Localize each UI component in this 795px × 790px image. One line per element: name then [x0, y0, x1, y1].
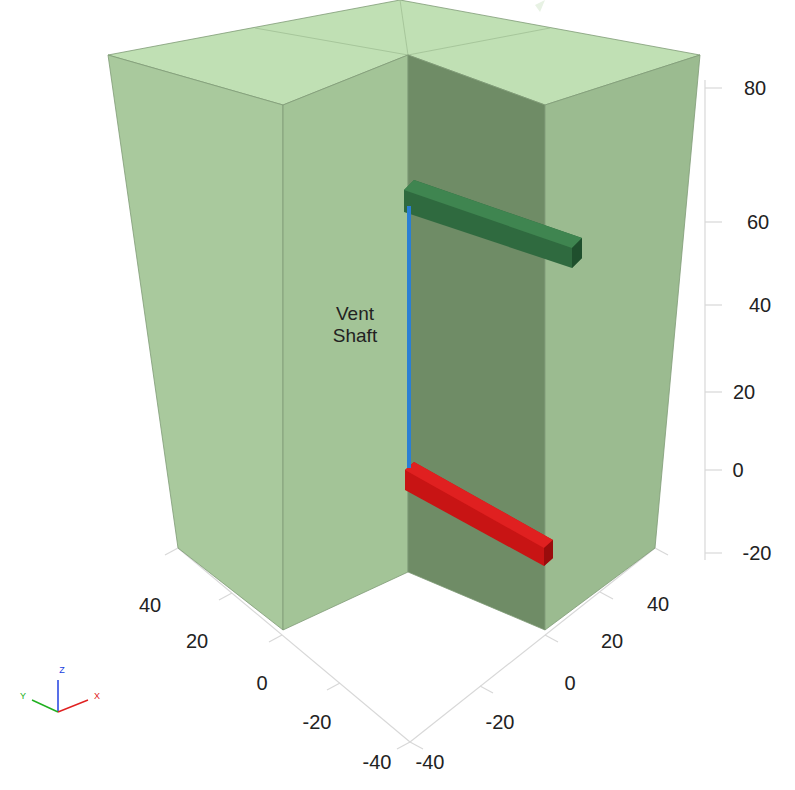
vent-shaft: [407, 206, 411, 468]
triad-axis-name: X: [94, 691, 100, 701]
axis-tick-label: 80: [744, 77, 766, 100]
axis-triad: [32, 680, 88, 712]
triad-axis-name: Y: [20, 691, 26, 701]
axis-tick-label: 60: [747, 211, 769, 234]
axis-tick-label: 20: [601, 630, 623, 653]
axis-tick-label: -40: [363, 751, 392, 774]
axis-tick-label: -20: [303, 711, 332, 734]
upper-tunnel: [404, 180, 582, 268]
rock-block: [108, 0, 700, 630]
axis-tick-label: -20: [743, 542, 772, 565]
axis-tick-label: 40: [139, 594, 161, 617]
axis-tick-label: 0: [256, 672, 267, 695]
axis-tick-label: 0: [564, 672, 575, 695]
axis-tick-label: -40: [416, 751, 445, 774]
lower-tunnel: [405, 462, 553, 566]
axis-tick-label: 20: [186, 630, 208, 653]
axis-tick-label: -20: [486, 711, 515, 734]
axis-tick-label: 40: [647, 593, 669, 616]
shaft-label: Vent Shaft: [320, 303, 390, 347]
axis-tick-label: 20: [733, 381, 755, 404]
triad-axis-name: Z: [59, 665, 65, 675]
axis-tick-label: 40: [749, 294, 771, 317]
axis-tick-label: 0: [732, 459, 743, 482]
